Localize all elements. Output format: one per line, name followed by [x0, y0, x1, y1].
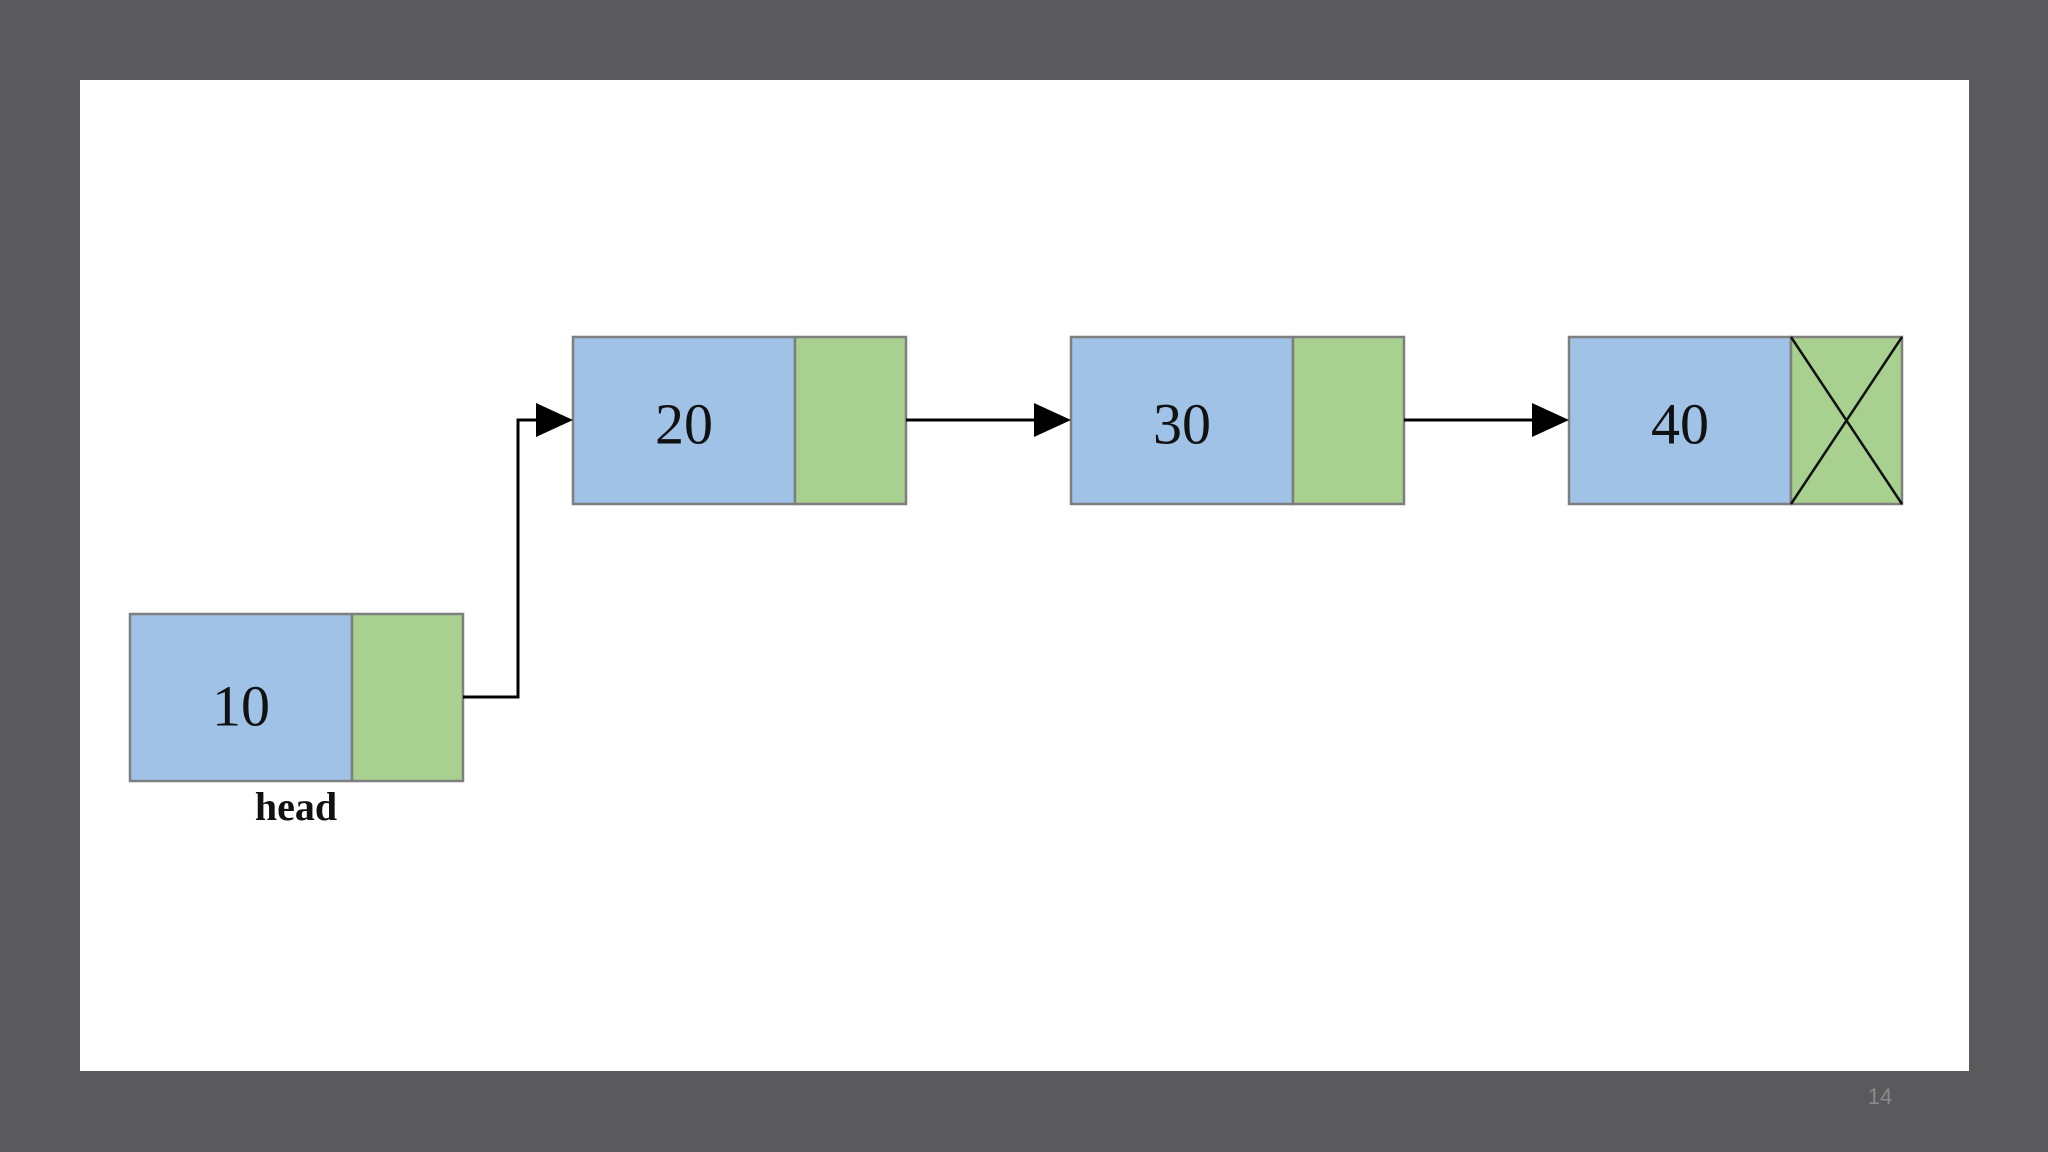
node-40: 40 — [1567, 335, 1904, 506]
arrow-20-to-30 — [906, 403, 1071, 437]
node-data-cell — [128, 612, 354, 783]
node-value: 30 — [1153, 391, 1211, 456]
node-pointer-cell — [350, 612, 465, 783]
head-label: head — [255, 784, 337, 829]
node-data-cell — [1069, 335, 1295, 506]
node-10: 10 head — [128, 612, 465, 829]
node-value: 40 — [1651, 391, 1709, 456]
node-value: 20 — [655, 391, 713, 456]
node-pointer-cell — [1291, 335, 1406, 506]
node-value: 10 — [212, 673, 270, 738]
slide-canvas — [80, 80, 1969, 1071]
node-30: 30 — [1069, 335, 1406, 506]
arrow-10-to-20 — [463, 403, 573, 699]
node-data-cell — [571, 335, 797, 506]
arrow-30-to-40 — [1404, 403, 1569, 437]
node-pointer-cell — [793, 335, 908, 506]
node-20: 20 — [571, 335, 908, 506]
page-number: 14 — [1867, 1084, 1893, 1109]
null-pointer-cross-icon — [1789, 336, 1904, 505]
arrowhead-icon — [536, 403, 573, 437]
arrowhead-icon — [1532, 403, 1569, 437]
node-data-cell — [1567, 335, 1793, 506]
arrowhead-icon — [1034, 403, 1071, 437]
